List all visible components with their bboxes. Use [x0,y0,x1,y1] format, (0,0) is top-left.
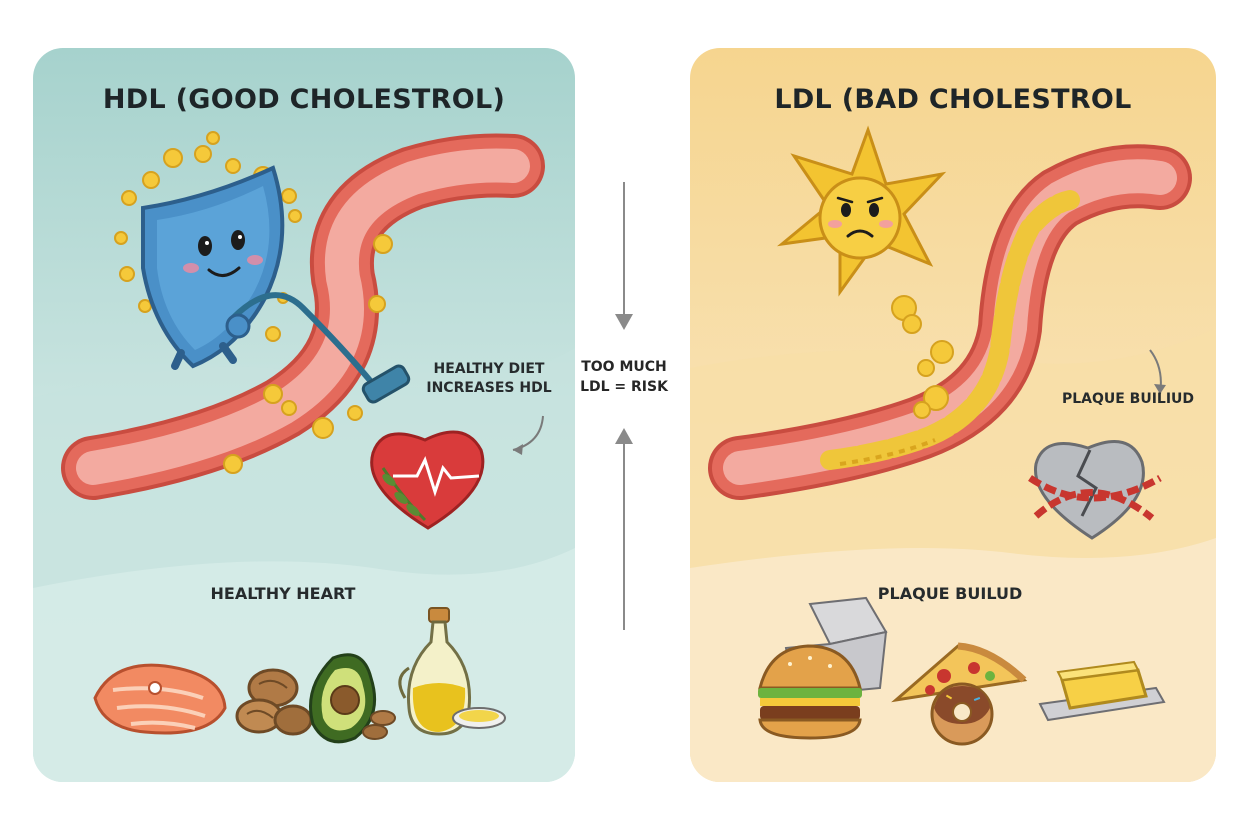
hdl-panel: HDL (GOOD CHOLESTROL) HEALTHY DIET INCRE… [33,48,575,782]
healthy-diet-label-line2: INCREASES HDL [426,380,552,396]
heart-rhythm-icon [370,430,485,530]
butter-icon [1038,660,1166,722]
healthy-diet-label-line1: HEALTHY DIET [433,361,545,377]
healthy-diet-label: HEALTHY DIET INCREASES HDL [415,360,563,398]
risk-label-line1: TOO MUCH [581,359,667,375]
vacuum-icon [225,292,411,416]
broken-heart-chain-icon [1028,440,1162,540]
burger-icon [758,596,888,740]
walnuts-icon [235,668,313,736]
ldl-title: LDL (BAD CHOLESTROL [774,84,1132,115]
artery-healthy [61,133,545,500]
ldl-panel: LDL (BAD CHOLESTROL PLAQUE BUILIUD PLAQU… [690,48,1216,782]
healthy-heart-label: HEALTHY HEART [210,584,356,603]
plaque-buildup-label-bottom: PLAQUE BUILUD [877,584,1023,603]
ldl-illustration [690,125,1216,782]
hdl-title: HDL (GOOD CHOLESTROL) [102,84,506,115]
shield-mascot-icon [141,165,285,370]
plaque-buildup-label-top: PLAQUE BUILIUD [1061,391,1195,407]
risk-label-line2: LDL = RISK [580,379,668,395]
sad-star-icon [776,125,947,297]
avocado-icon [309,653,396,744]
olive-oil-icon [398,607,506,736]
down-arrow-icon [615,182,633,330]
donut-icon [930,682,994,746]
salmon-icon [93,663,227,735]
risk-label: TOO MUCH LDL = RISK [578,357,670,397]
pizza-icon [891,642,1028,703]
hdl-illustration [33,131,575,782]
artery-clogged [708,144,1192,500]
plaque-particles [891,295,954,419]
up-arrow-icon [615,428,633,630]
